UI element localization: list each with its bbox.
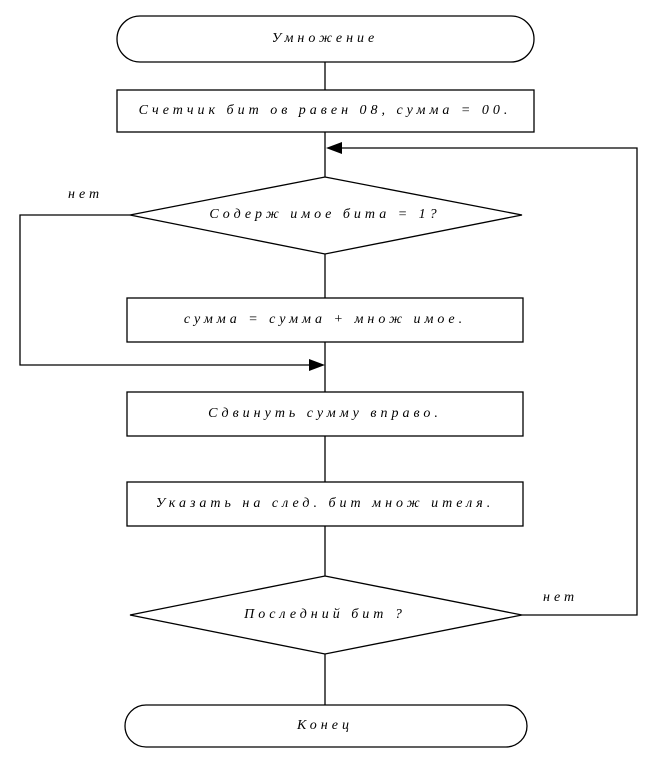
add-node: сумма = сумма + множ имое.: [126, 297, 524, 343]
next-bit-node: Указать на след. бит множ ителя.: [126, 481, 524, 527]
start-label: Умножение: [272, 31, 378, 46]
next-bit-box: [126, 481, 524, 527]
loop-back-line: [336, 147, 638, 616]
no-branch-bit-line: [19, 214, 316, 366]
shift-box: [126, 391, 524, 437]
add-label: сумма = сумма + множ имое.: [184, 312, 466, 327]
no-label-last: нет: [543, 590, 578, 605]
add-box: [126, 297, 524, 343]
check-bit-label: Содерж имое бита = 1?: [209, 207, 440, 222]
start-terminator: [116, 15, 535, 63]
last-bit-diamond: [129, 575, 523, 655]
check-bit-node: Содерж имое бита = 1?: [129, 176, 523, 255]
no-branch-bit-arrowhead: [309, 359, 325, 371]
init-node: Счетчик бит ов равен 08, сумма = 00.: [116, 89, 535, 133]
shift-label: Сдвинуть сумму вправо.: [208, 406, 442, 421]
init-box: [116, 89, 535, 133]
shift-node: Сдвинуть сумму вправо.: [126, 391, 524, 437]
end-label: Конец: [296, 718, 353, 733]
init-label: Счетчик бит ов равен 08, сумма = 00.: [139, 103, 512, 118]
check-bit-diamond: [129, 176, 523, 255]
connectors: [19, 62, 638, 705]
start-node: Умножение: [116, 15, 535, 63]
no-label-bit: нет: [68, 187, 103, 202]
end-terminator: [124, 704, 528, 748]
next-bit-label: Указать на след. бит множ ителя.: [156, 496, 495, 511]
end-node: Конец: [124, 704, 528, 748]
last-bit-label: Последний бит ?: [243, 607, 406, 622]
last-bit-node: Последний бит ?: [129, 575, 523, 655]
loop-back-arrowhead: [326, 142, 342, 154]
